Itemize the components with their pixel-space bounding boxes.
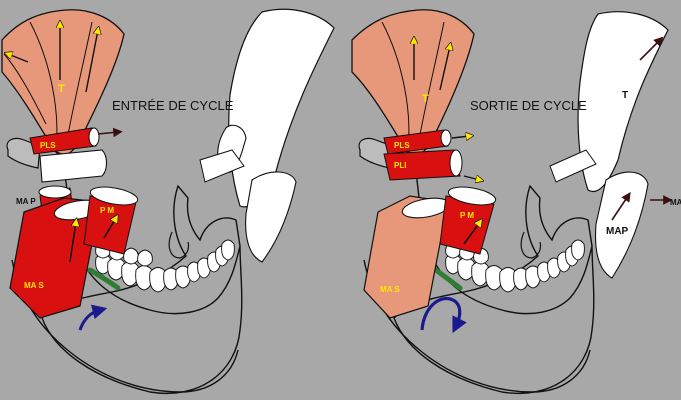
- force-arrow-icon: [463, 176, 480, 180]
- label-pm: P M: [100, 206, 114, 215]
- pterygoid-white-2: [549, 149, 597, 183]
- nasal-notch: [168, 231, 190, 259]
- label-pls: PLS: [40, 141, 56, 150]
- cartilage-green-left: [87, 267, 121, 291]
- force-arrow-icon: [8, 54, 29, 63]
- pterygoid-medial-left: P M: [83, 186, 139, 255]
- nasal-notch-2: [520, 231, 542, 259]
- label-temporalis-2: T: [422, 93, 429, 105]
- label-map-right: MAP: [606, 226, 629, 237]
- label-mas-2: MA S: [380, 285, 400, 294]
- ramus-white-right: [245, 171, 297, 263]
- masseter-superficiel-right-panel: MA S: [363, 195, 451, 319]
- pterygoid-lateral-superior-2: PLS: [383, 129, 470, 155]
- temporalis-right-panel: [351, 9, 475, 155]
- ramus-white-right-2: [594, 171, 649, 279]
- force-arrow-icon: [463, 222, 480, 245]
- force-arrow-icon: [451, 136, 470, 138]
- force-arrow-icon: [97, 127, 123, 138]
- panel-entree: T PLS MA P MA S P M: [1, 8, 335, 394]
- force-arrow-icon: [85, 30, 98, 93]
- force-arrow-icon: [439, 46, 450, 91]
- pterygoid-white: [199, 149, 245, 183]
- temporalis-left: [1, 9, 125, 155]
- panel-title-sortie: SORTIE DE CYCLE: [470, 98, 587, 113]
- label-pli: PLI: [394, 161, 406, 170]
- label-pls-2: PLS: [394, 141, 410, 150]
- pterygoid-lateral-superior: PLS: [29, 127, 123, 155]
- force-arrow-icon: [103, 218, 116, 239]
- teeth-lower: [95, 239, 235, 293]
- panel-sortie: T MAP MA: [351, 9, 681, 394]
- rotation-arrow-icon: [78, 304, 108, 331]
- teeth-lower-2: [445, 239, 585, 293]
- panel-title-entree: ENTRÉE DE CYCLE: [112, 98, 234, 113]
- label-pm-2: P M: [460, 211, 474, 220]
- label-t-right: T: [622, 90, 628, 101]
- force-arrow-icon: [639, 36, 664, 61]
- pterygoid-medial-right-panel: P M: [439, 186, 497, 255]
- force-arrow-icon: [69, 222, 76, 263]
- label-temporalis: T: [58, 83, 65, 95]
- label-ma-cut: MA: [670, 198, 681, 207]
- rotation-arrow-icon: [420, 296, 467, 334]
- pterygoid-lateral-inferior: [39, 149, 108, 183]
- cartilage-green-right: [433, 267, 463, 291]
- mandible-body-lower: [11, 259, 239, 393]
- label-mas: MA S: [24, 281, 44, 290]
- pterygoid-lateral-inferior-2: PLI: [383, 149, 480, 180]
- label-map: MA P: [16, 197, 36, 206]
- force-arrow-icon: [611, 192, 631, 221]
